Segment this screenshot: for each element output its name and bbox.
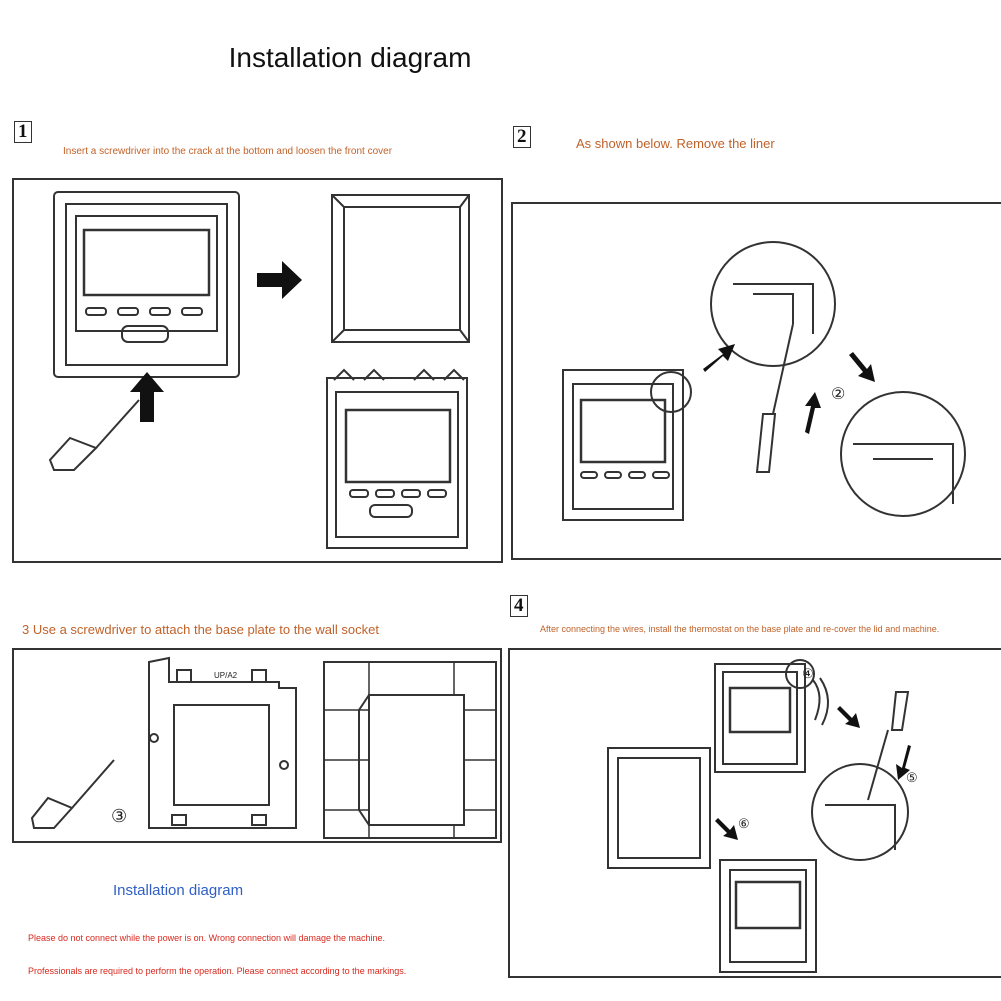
arrow-down-right-icon xyxy=(849,352,875,382)
thermostat-slot xyxy=(121,325,169,343)
step-2-illustration: ② xyxy=(562,241,966,521)
screwdriver-handle xyxy=(755,413,777,473)
thermostat-button xyxy=(149,307,171,316)
wall-socket xyxy=(368,694,465,826)
step-4-number: 4 xyxy=(510,595,528,617)
screwdriver-handle xyxy=(48,436,98,471)
thermostat-button xyxy=(85,307,107,316)
arrow-down-right-icon xyxy=(837,706,860,728)
step-2-number: 2 xyxy=(513,126,531,148)
arrow-up-icon xyxy=(805,392,821,434)
marker-5: ⑤ xyxy=(906,770,918,785)
thermostat-base-unit xyxy=(326,377,468,549)
thermostat-button xyxy=(181,307,203,316)
arrow-up-icon xyxy=(130,372,164,422)
thermostat-front-cover xyxy=(53,191,240,378)
screwdriver-shaft xyxy=(95,399,140,449)
zoom-circle-small xyxy=(650,371,692,413)
thermostat-screen xyxy=(82,228,211,297)
marker-6: ⑥ xyxy=(738,816,750,831)
front-cover-removed xyxy=(331,194,470,343)
step-3-panel: ③ UP/A2 xyxy=(12,648,502,843)
base-plate xyxy=(148,656,297,829)
arrow-up-right-icon xyxy=(703,344,735,372)
step-4-panel: ④ ⑤ ⑥ xyxy=(508,648,1001,978)
arrow-right-icon xyxy=(257,261,302,299)
thermostat-base-unit xyxy=(562,369,684,521)
zoom-circle-detail xyxy=(811,763,909,861)
warning-2: Professionals are required to perform th… xyxy=(28,966,407,976)
plate-label: UP/A2 xyxy=(214,671,238,680)
warning-1: Please do not connect while the power is… xyxy=(28,933,386,943)
marker-3: ③ xyxy=(111,806,127,826)
front-cover xyxy=(607,747,711,869)
marker-4: ④ xyxy=(802,666,814,681)
arrow-down-icon xyxy=(896,745,911,780)
step-2-panel: ② xyxy=(511,202,1001,560)
step-3-caption: 3 Use a screwdriver to attach the base p… xyxy=(22,622,379,637)
thermostat-base-unit xyxy=(714,663,806,773)
step-1-panel xyxy=(12,178,503,563)
page-title: Installation diagram xyxy=(228,42,472,73)
marker-2: ② xyxy=(831,386,845,403)
zoom-circle-result xyxy=(840,391,966,517)
step-4-illustration: ④ ⑤ ⑥ xyxy=(607,659,918,973)
sub-title: Installation diagram xyxy=(113,882,244,899)
thermostat-installed xyxy=(719,859,817,973)
step-1-caption: Insert a screwdriver into the crack at t… xyxy=(63,146,393,157)
step-3-illustration: ③ UP/A2 xyxy=(30,656,497,839)
zoom-circle-detail xyxy=(710,241,836,367)
step-1-illustration xyxy=(48,191,470,549)
wall-socket-panel xyxy=(323,661,497,839)
arrow-down-right-icon xyxy=(715,818,738,840)
screwdriver-handle xyxy=(30,796,74,829)
step-2-caption: As shown below. Remove the liner xyxy=(576,136,775,151)
screwdriver-handle xyxy=(890,691,910,731)
step-4-caption: After connecting the wires, install the … xyxy=(540,624,940,634)
thermostat-button xyxy=(117,307,139,316)
step-1-number: 1 xyxy=(14,121,32,143)
